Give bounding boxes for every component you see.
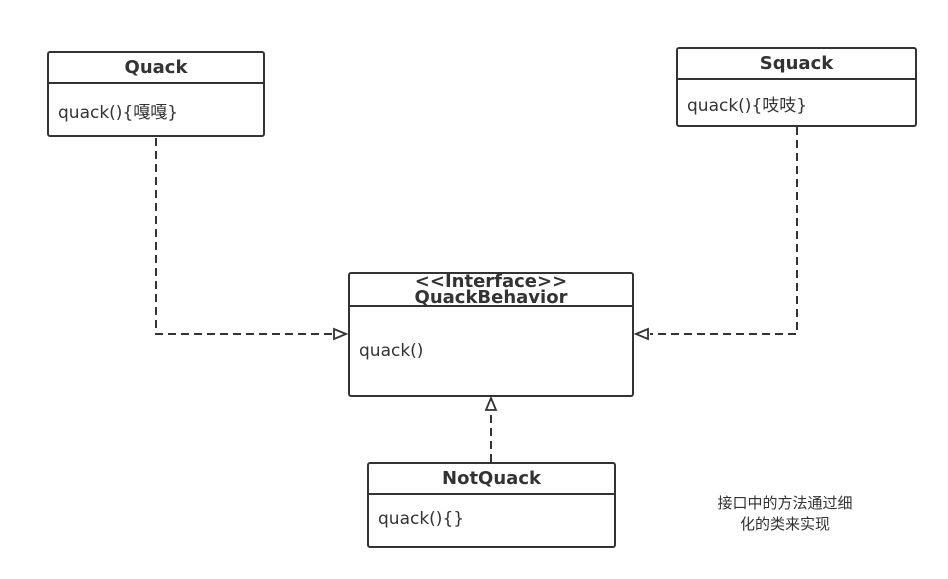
- diagram-note-line-1: 接口中的方法通过细: [717, 494, 853, 512]
- squack-arrowhead-icon: [633, 327, 649, 341]
- interface-quack-behavior-name: QuackBehavior: [414, 287, 568, 307]
- class-notquack-method: quack(){}: [378, 509, 465, 529]
- interface-quack-behavior[interactable]: <<Interface>> QuackBehavior quack(): [348, 272, 634, 397]
- class-squack-methods: quack(){吱吱}: [678, 80, 915, 116]
- class-squack-name: Squack: [759, 53, 834, 74]
- diagram-note: 接口中的方法通过细 化的类来实现: [690, 493, 880, 535]
- class-notquack-name: NotQuack: [442, 468, 541, 489]
- interface-stereotype: <<Interface>>: [414, 274, 568, 292]
- class-quack[interactable]: Quack quack(){嘎嘎}: [47, 51, 265, 137]
- quack-arrowhead-icon: [333, 327, 349, 341]
- class-quack-header: Quack: [49, 53, 263, 84]
- class-quack-methods: quack(){嘎嘎}: [49, 84, 263, 123]
- diagram-note-line-2: 化的类来实现: [739, 515, 830, 533]
- squack-realization-line: [650, 127, 798, 335]
- class-notquack[interactable]: NotQuack quack(){}: [367, 462, 616, 548]
- class-squack-method: quack(){吱吱}: [687, 96, 808, 116]
- class-quack-name: Quack: [124, 57, 188, 78]
- class-squack-header: Squack: [678, 49, 915, 80]
- interface-quack-behavior-header: <<Interface>> QuackBehavior: [350, 274, 632, 307]
- interface-quack-behavior-method: quack(): [359, 341, 424, 361]
- class-quack-method: quack(){嘎嘎}: [58, 103, 179, 123]
- interface-quack-behavior-methods: quack(): [350, 307, 632, 361]
- quack-realization-line: [155, 138, 335, 335]
- class-notquack-methods: quack(){}: [369, 495, 614, 529]
- class-notquack-header: NotQuack: [369, 464, 614, 495]
- class-squack[interactable]: Squack quack(){吱吱}: [676, 47, 917, 127]
- notquack-arrowhead-icon: [484, 395, 498, 411]
